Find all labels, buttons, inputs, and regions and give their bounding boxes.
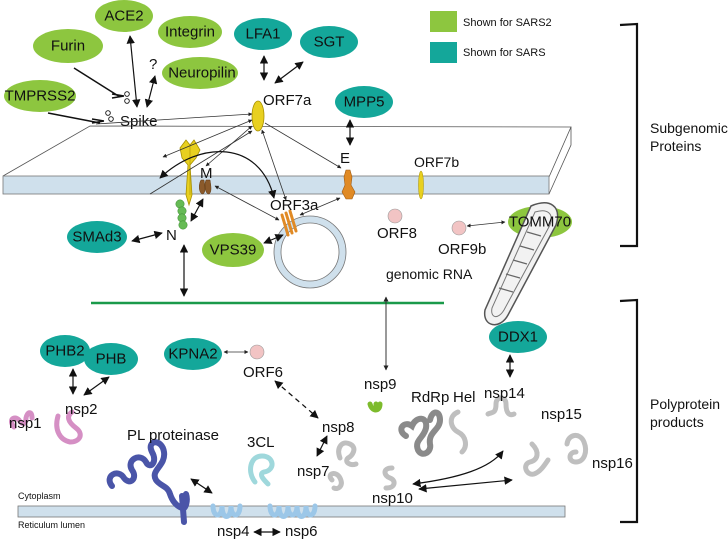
- e-protein[interactable]: [341, 169, 356, 200]
- host-phb-label: PHB: [96, 351, 127, 368]
- orf6-protein[interactable]: [249, 344, 265, 360]
- n-protein[interactable]: [175, 199, 188, 230]
- host-sgt[interactable]: SGT: [300, 26, 358, 58]
- nsp1-label: nsp1: [9, 415, 42, 432]
- nsp16-label: nsp16: [592, 455, 633, 472]
- nsp4-label: nsp4: [217, 523, 250, 540]
- legend-label-sars: Shown for SARS: [463, 47, 546, 59]
- nsp7-label: nsp7: [297, 463, 330, 480]
- hel-label: Hel: [453, 389, 476, 406]
- orf6-label: ORF6: [243, 364, 283, 381]
- nsp15-protein[interactable]: [523, 441, 551, 477]
- host-integrin-label: Integrin: [165, 24, 215, 41]
- host-furin-label: Furin: [51, 38, 85, 55]
- nsp14-label: nsp14: [484, 385, 525, 402]
- nsp8-label: nsp8: [322, 419, 355, 436]
- 3cl-label: 3CL: [247, 434, 275, 451]
- orf8-label: ORF8: [377, 225, 417, 242]
- neuropilin-question-mark: ?: [149, 56, 157, 73]
- nsp2-label: nsp2: [65, 401, 98, 418]
- host-mpp5[interactable]: MPP5: [335, 86, 393, 118]
- nsp10-protein[interactable]: [382, 465, 397, 491]
- host-neuropilin[interactable]: Neuropilin: [162, 57, 238, 89]
- legend: Shown for SARS2 Shown for SARS: [430, 11, 552, 63]
- bracket-label-subgenomic-1: Subgenomic: [650, 120, 728, 136]
- host-phb2-label: PHB2: [45, 343, 84, 360]
- nsp8-protein[interactable]: [336, 440, 359, 467]
- orf9b-protein[interactable]: [451, 220, 467, 236]
- host-smad3[interactable]: SMAd3: [67, 221, 127, 253]
- n-label: N: [166, 227, 177, 244]
- mitochondrion: [484, 202, 559, 326]
- nsp14-protein[interactable]: [485, 395, 517, 418]
- host-kpna2-label: KPNA2: [168, 346, 217, 363]
- host-furin[interactable]: Furin: [33, 29, 103, 63]
- host-ace2-label: ACE2: [104, 8, 143, 25]
- e-label: E: [340, 150, 350, 167]
- bracket-label-subgenomic-2: Proteins: [650, 138, 701, 154]
- scissors-icon-tmprss2: [47, 110, 114, 124]
- host-mpp5-label: MPP5: [344, 94, 385, 111]
- orf3a-protein[interactable]: [280, 209, 298, 237]
- bracket-subgenomic: Subgenomic Proteins: [619, 22, 728, 248]
- pl-proteinase-protein[interactable]: [106, 439, 190, 525]
- rdrp-protein[interactable]: [398, 409, 444, 457]
- host-vps39[interactable]: VPS39: [202, 233, 264, 267]
- host-vps39-label: VPS39: [210, 242, 257, 259]
- orf7b-label: ORF7b: [414, 154, 459, 170]
- reticulum-lumen-label: Reticulum lumen: [18, 520, 85, 530]
- legend-swatch-sars: [430, 42, 457, 63]
- orf8-protein[interactable]: [387, 208, 403, 224]
- nsp10-label: nsp10: [372, 490, 413, 507]
- nsp1-protein[interactable]: [9, 410, 35, 430]
- cytoplasm-label: Cytoplasm: [18, 491, 61, 501]
- orf7b-protein[interactable]: [418, 170, 424, 200]
- legend-swatch-sars2: [430, 11, 457, 32]
- host-ace2[interactable]: ACE2: [95, 0, 153, 32]
- 3cl-protein[interactable]: [248, 453, 275, 487]
- bracket-label-polyprotein-1: Polyprotein: [650, 396, 720, 412]
- nsp6-protein[interactable]: [267, 503, 318, 519]
- nsp4-protein[interactable]: [210, 503, 243, 519]
- host-ddx1[interactable]: DDX1: [489, 321, 547, 353]
- host-smad3-label: SMAd3: [72, 229, 121, 246]
- nsp15-label: nsp15: [541, 406, 582, 423]
- genomic-rna-label: genomic RNA: [386, 266, 473, 282]
- bracket-polyprotein: Polyprotein products: [619, 298, 720, 524]
- host-phb[interactable]: PHB: [84, 343, 138, 375]
- host-phb2[interactable]: PHB2: [40, 335, 90, 367]
- host-lfa1[interactable]: LFA1: [234, 18, 292, 50]
- host-sgt-label: SGT: [314, 34, 345, 51]
- nsp9-label: nsp9: [364, 376, 397, 393]
- host-tmprss2[interactable]: TMPRSS2: [4, 80, 76, 112]
- orf9b-label: ORF9b: [438, 241, 486, 258]
- scissors-icon-furin: [73, 67, 130, 104]
- nsp9-protein[interactable]: [367, 401, 383, 413]
- host-lfa1-label: LFA1: [245, 26, 280, 43]
- orf3a-label: ORF3a: [270, 197, 319, 214]
- m-label: M: [200, 165, 213, 182]
- nsp16-protein[interactable]: [564, 433, 589, 465]
- bracket-label-polyprotein-2: products: [650, 414, 704, 430]
- legend-label-sars2: Shown for SARS2: [463, 17, 552, 29]
- host-tmprss2-label: TMPRSS2: [5, 88, 76, 105]
- rdrp-label: RdRp: [411, 389, 449, 406]
- nsp7-protein[interactable]: [327, 471, 344, 491]
- host-ddx1-label: DDX1: [498, 329, 538, 346]
- orf7a-label: ORF7a: [263, 92, 312, 109]
- interaction-arrows: [68, 35, 515, 537]
- host-kpna2[interactable]: KPNA2: [164, 338, 222, 370]
- host-neuropilin-label: Neuropilin: [168, 65, 236, 82]
- nsp6-label: nsp6: [285, 523, 318, 540]
- pl-proteinase-label: PL proteinase: [127, 427, 219, 444]
- host-integrin[interactable]: Integrin: [158, 16, 222, 48]
- nsp2-protein[interactable]: [54, 409, 83, 445]
- hel-protein[interactable]: [448, 409, 468, 455]
- host-tomm70-label: TOMM70: [509, 214, 571, 231]
